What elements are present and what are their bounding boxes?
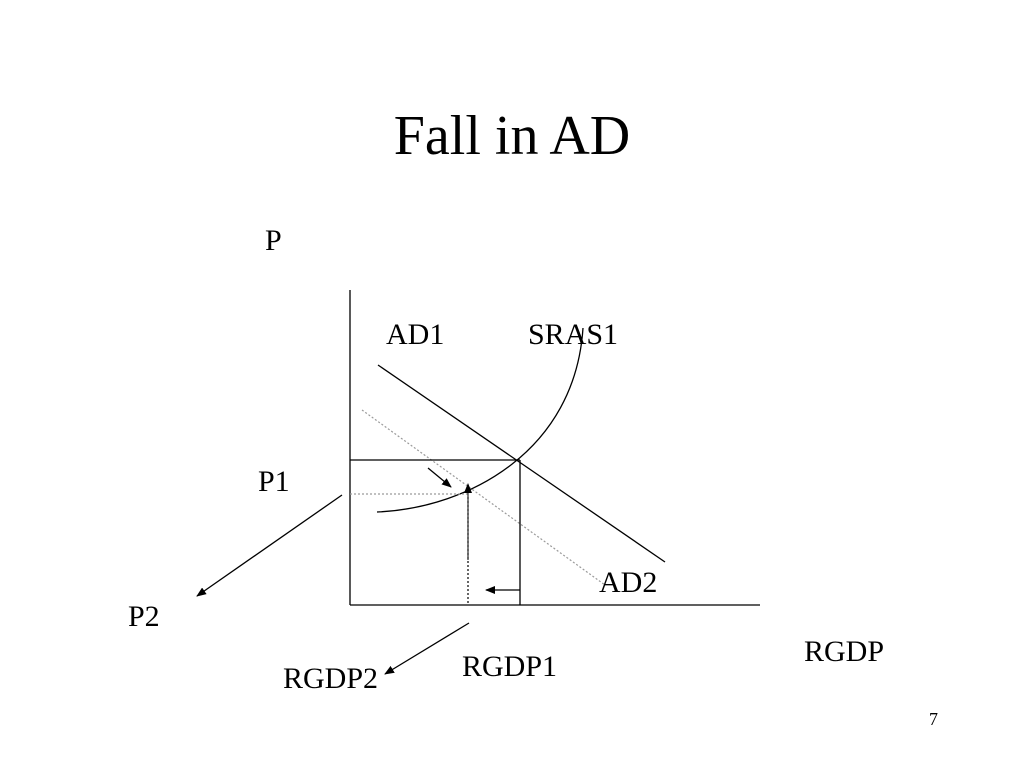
- y-axis-label: P: [265, 224, 282, 257]
- sras1-label: SRAS1: [528, 318, 619, 351]
- ad2-curve: [361, 409, 606, 586]
- sras1-curve: [376, 327, 584, 513]
- slide-title: Fall in AD: [393, 105, 631, 167]
- p2-pointer-arrow: [196, 494, 343, 597]
- rgdp1-label: RGDP1: [462, 650, 558, 683]
- ad2-label: AD2: [599, 566, 658, 599]
- ad1-curve: [377, 364, 666, 563]
- page-number: 7: [929, 709, 938, 729]
- ad-shift-arrow: [427, 467, 452, 488]
- rgdp2-pointer-arrow: [384, 622, 470, 675]
- p1-label: P1: [258, 465, 290, 498]
- rgdp2-label: RGDP2: [283, 662, 379, 695]
- x-axis-label: RGDP: [804, 635, 885, 668]
- p2-label: P2: [128, 600, 160, 633]
- ad1-label: AD1: [386, 318, 445, 351]
